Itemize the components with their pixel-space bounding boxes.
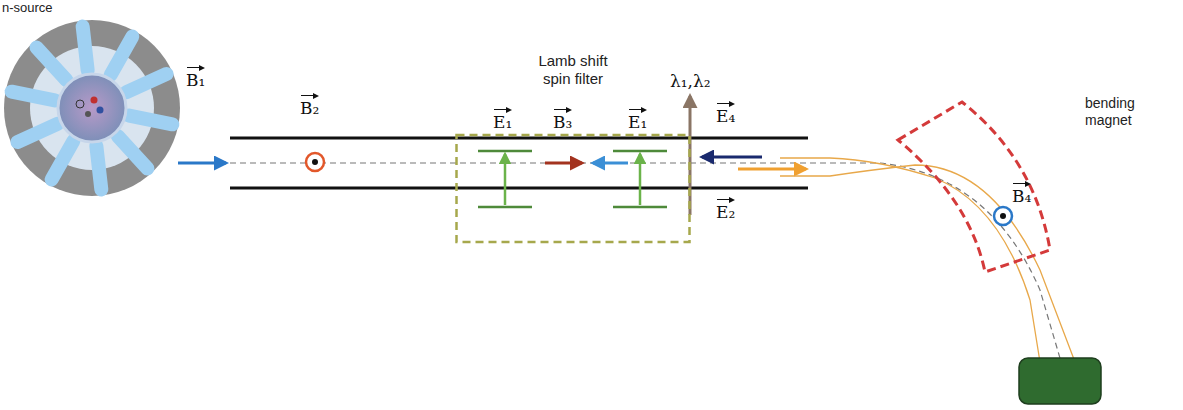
field-out-symbol <box>306 153 324 171</box>
node-outline <box>895 95 1175 280</box>
field-vector-label: E₁ <box>628 106 647 132</box>
source-tube <box>96 146 101 190</box>
field-arrow <box>178 162 226 165</box>
source-tube <box>52 141 74 179</box>
laser-wavelength-label: λ₁,λ₂ <box>670 72 711 91</box>
field-out-symbol <box>994 207 1012 225</box>
field-vector-label: B₃ <box>553 106 572 132</box>
spin-filter-box: Lamb shift spin filter <box>455 52 691 244</box>
field-vector-label: E₁ <box>493 106 512 132</box>
electric-plates <box>478 151 667 207</box>
beam-envelope <box>780 158 1075 362</box>
source-tube <box>127 74 167 92</box>
source-tube <box>12 92 55 101</box>
beam-axis <box>230 163 1062 365</box>
bending-magnet: bending magnet <box>895 95 1175 280</box>
source-tube <box>118 136 148 168</box>
node-label: bending magnet <box>1085 95 1165 129</box>
field-vector-label: B₁ <box>186 64 205 90</box>
source-tube <box>17 124 57 142</box>
source-tube <box>129 116 172 125</box>
field-vector-label: E₂ <box>716 196 735 222</box>
field-vector-label: B₄ <box>1012 180 1031 206</box>
source-tube <box>83 27 88 71</box>
source-tube <box>111 37 133 75</box>
node-label: Lamb shift spin filter <box>525 52 621 88</box>
n-source-drawing <box>4 20 180 196</box>
node-label: n-source <box>2 0 82 16</box>
beam-pipe <box>230 187 808 190</box>
beam-pipe <box>230 137 808 140</box>
field-vector-label: E₄ <box>716 100 735 126</box>
detector <box>1019 358 1101 404</box>
source-node: n-source <box>2 0 192 200</box>
field-vector-label: B₂ <box>300 92 319 118</box>
source-tube <box>37 48 67 80</box>
